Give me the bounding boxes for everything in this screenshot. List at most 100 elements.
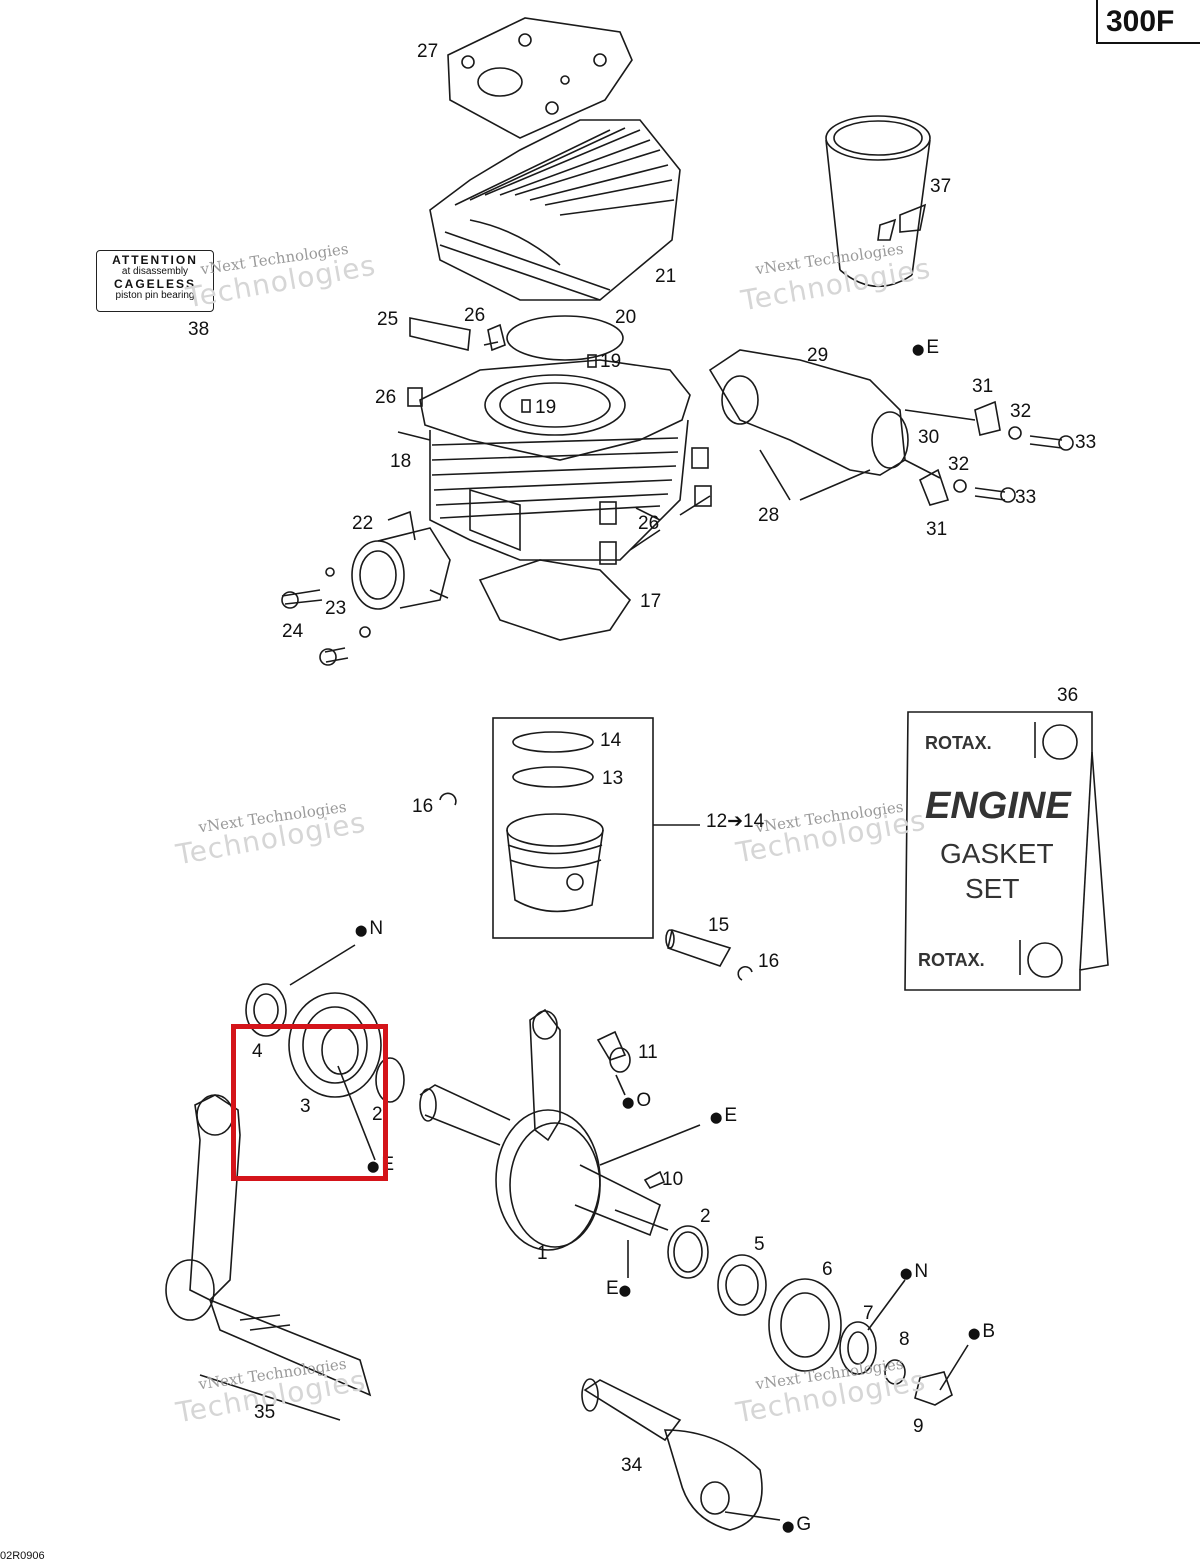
lube-mark-b: ⬤B [968, 1322, 995, 1344]
gasket-title-1: ENGINE [925, 785, 1071, 827]
part-label-25: 25 [377, 309, 399, 330]
oil-drop-icon: ⬤ [355, 925, 368, 937]
part-label-26: 26 [638, 513, 660, 534]
lube-mark-e: E⬤ [606, 1279, 633, 1301]
part-label-2: 2 [700, 1206, 711, 1227]
part-label-3: 3 [300, 1096, 311, 1117]
oil-drop-icon: ⬤ [912, 344, 925, 356]
part-label-7: 7 [863, 1303, 874, 1324]
part-label-26: 26 [375, 387, 397, 408]
exhaust-bolts [918, 400, 1074, 506]
leader-lines [599, 1074, 701, 1278]
part-label-15: 15 [708, 915, 730, 936]
part-label-36: 36 [1057, 685, 1079, 706]
lube-letter: E [724, 1105, 737, 1126]
gasket-brand-bottom: ROTAX. [918, 950, 985, 970]
lube-mark-e: ⬤E [912, 338, 939, 360]
part-label-31: 31 [926, 519, 948, 540]
part-label-9: 9 [913, 1416, 924, 1437]
small-insert [483, 323, 506, 352]
piston-pin [665, 928, 753, 981]
part-label-32: 32 [1010, 401, 1032, 422]
crankshaft [419, 1008, 669, 1251]
gasket-title-2: GASKET [940, 838, 1054, 869]
part-label-13: 13 [602, 768, 624, 789]
cylinder-studs [407, 387, 712, 565]
part-label-34: 34 [621, 1455, 643, 1476]
attention-line3: CAGELESS [113, 277, 196, 291]
part-label-16: 16 [758, 951, 780, 972]
oil-drop-icon: ⬤ [710, 1112, 723, 1124]
part-label-32: 32 [948, 454, 970, 475]
lube-mark-e: ⬤E [710, 1106, 737, 1128]
attention-line2: at disassembly [121, 266, 189, 277]
lube-letter: N [369, 918, 384, 939]
diagram-code: 02R0906 [0, 1550, 45, 1562]
part-label-5: 5 [754, 1234, 765, 1255]
part-label-19: 19 [535, 397, 557, 418]
part-label-1: 1 [537, 1243, 548, 1264]
part-label-29: 29 [807, 345, 829, 366]
part-label-30: 30 [918, 427, 940, 448]
part-label-22: 22 [352, 513, 374, 534]
lube-mark-n: ⬤N [355, 919, 383, 941]
part-label-24: 24 [282, 621, 304, 642]
oil-drop-icon: ⬤ [618, 1285, 631, 1297]
connecting-rod-assembly [165, 1094, 372, 1421]
part-label-31: 31 [972, 376, 994, 397]
gasket-set-bag [904, 711, 1109, 991]
part-label-37: 37 [930, 176, 952, 197]
part-label-18: 18 [390, 451, 412, 472]
lube-letter: N [914, 1261, 929, 1282]
exhaust-manifold [708, 349, 976, 501]
attention-label: ATTENTION at disassembly CAGELESS piston… [96, 250, 214, 312]
lube-mark-g: ⬤G [782, 1515, 811, 1537]
lube-mark-o: ⬤O [622, 1091, 651, 1113]
part-label-16: 16 [412, 796, 434, 817]
part-label-21: 21 [655, 266, 677, 287]
part-label-14: 14 [600, 730, 622, 751]
cylinder-block [397, 354, 691, 561]
piston-kit-box [492, 717, 654, 939]
lube-letter: B [982, 1321, 995, 1342]
oil-drop-icon: ⬤ [782, 1521, 795, 1533]
part-label-6: 6 [822, 1259, 833, 1280]
oil-drop-icon: ⬤ [900, 1268, 913, 1280]
cylinder-head [429, 119, 681, 301]
main-bearing-left [245, 944, 405, 1161]
lube-letter: E [606, 1278, 619, 1299]
oil-drop-icon: ⬤ [968, 1328, 981, 1340]
part-label-11: 11 [638, 1042, 658, 1063]
part-label-33: 33 [1015, 487, 1037, 508]
base-gasket [478, 559, 632, 641]
highlight-box [231, 1024, 388, 1181]
o-ring [506, 315, 624, 361]
part-label-35: 35 [254, 1402, 276, 1423]
part-label-20: 20 [615, 307, 637, 328]
part-label-17: 17 [640, 591, 662, 612]
lube-letter: E [926, 337, 939, 358]
part-label-10: 10 [662, 1169, 684, 1190]
lube-mark-n: ⬤N [900, 1262, 928, 1284]
part-label-28: 28 [758, 505, 780, 526]
part-label-4: 4 [252, 1041, 263, 1062]
part-label-27: 27 [417, 41, 439, 62]
intake-flange [351, 510, 451, 610]
part-label-26: 26 [464, 305, 486, 326]
reed-block [409, 317, 471, 351]
gasket-brand-top: ROTAX. [925, 733, 992, 753]
oil-drop-icon: ⬤ [622, 1097, 635, 1109]
part-label-33: 33 [1075, 432, 1097, 453]
part-label-12-14: 12➔14 [706, 811, 765, 832]
main-bearing-right [667, 1225, 969, 1406]
cylinder-sleeve [825, 115, 931, 288]
part-label-19: 19 [600, 351, 622, 372]
oil-drop-icon: ⬤ [367, 1161, 380, 1173]
piston-and-rings [506, 731, 604, 913]
circlip-16a [439, 792, 457, 806]
model-tag: 300F [1096, 0, 1200, 44]
gasket-title-3: SET [965, 873, 1020, 904]
part-label-23: 23 [325, 598, 347, 619]
